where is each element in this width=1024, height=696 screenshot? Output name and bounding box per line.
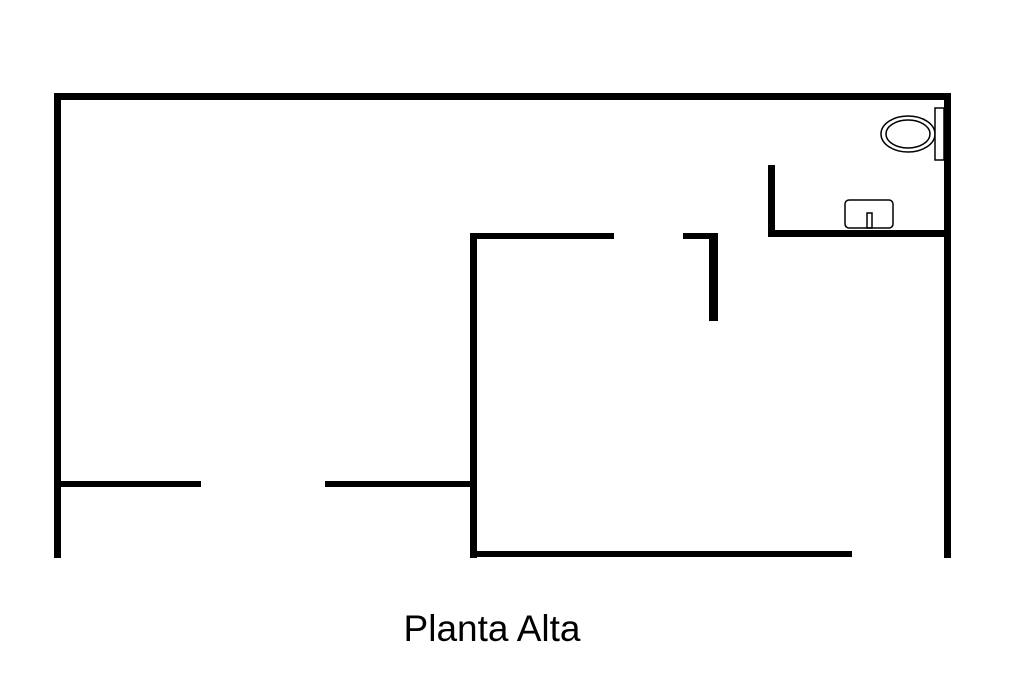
wall-right [944,93,951,558]
wall-inner-top-b [683,233,718,239]
wall-top [54,93,951,100]
wall-inner-vertical [470,233,477,558]
wall-inner-bottom [470,551,852,557]
floor-plan-title: Planta Alta [403,608,581,649]
wall-left-room-a [54,481,201,487]
wall-bathroom-bottom [768,230,951,237]
wall-inner-top-a [470,233,614,239]
wall-left-room-b [325,481,475,487]
sink-icon [844,199,894,229]
wall-bathroom-vertical [768,165,775,237]
wall-partition [709,233,718,321]
wall-left [54,93,61,558]
toilet-icon [880,107,945,161]
